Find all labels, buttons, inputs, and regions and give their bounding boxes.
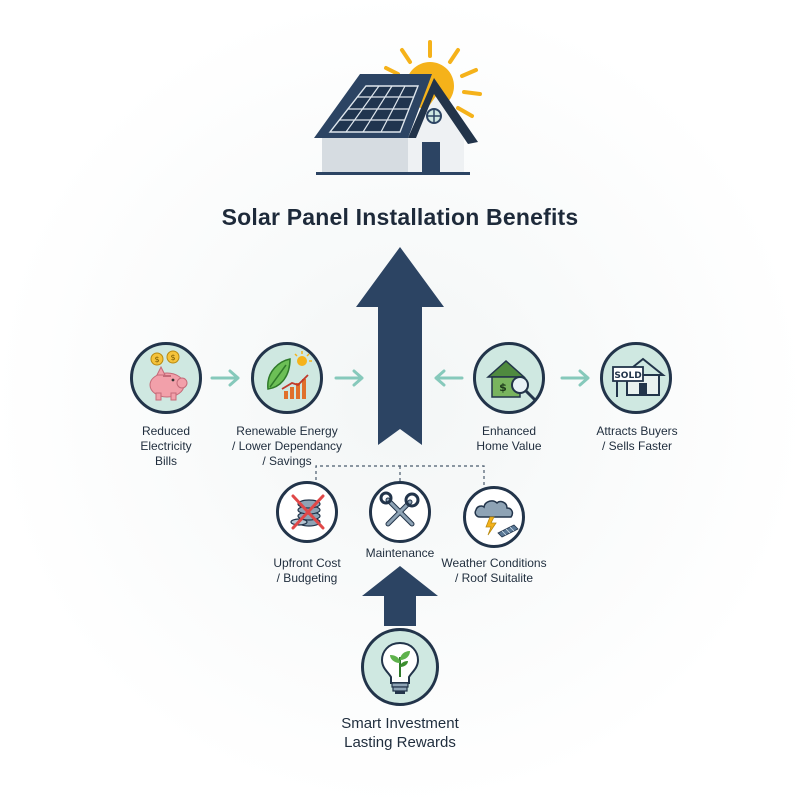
benefit-node-renewable xyxy=(251,342,323,414)
conclusion-node xyxy=(361,628,439,706)
sold-sign-house-icon: SOLD xyxy=(612,357,666,397)
benefit-node-bills: $ $ xyxy=(130,342,202,414)
piggy-bank-icon: $ $ xyxy=(149,350,188,401)
consideration-node-weather xyxy=(463,486,525,548)
benefit-label-renewable: Renewable Energy/ Lower Dependancy/ Savi… xyxy=(231,424,343,468)
svg-text:SOLD: SOLD xyxy=(614,371,641,381)
consideration-label-maintenance: Maintenance xyxy=(365,546,435,560)
benefit-label-buyers: Attracts Buyers/ Sells Faster xyxy=(596,424,678,453)
storm-cloud-icon xyxy=(474,500,519,538)
benefit-node-home-value: $ xyxy=(473,342,545,414)
svg-text:$: $ xyxy=(154,355,159,364)
consideration-node-maintenance xyxy=(369,481,431,543)
leaf-growth-chart-icon xyxy=(267,351,312,399)
benefit-node-buyers: SOLD xyxy=(600,342,672,414)
arrow-right-icon xyxy=(560,369,590,387)
diagram-title: Solar Panel Installation Benefits xyxy=(221,204,579,230)
tools-icon xyxy=(379,491,420,527)
considerations-bracket xyxy=(315,465,485,486)
arrow-left-icon xyxy=(434,369,464,387)
consideration-node-cost xyxy=(276,481,338,543)
svg-text:$: $ xyxy=(170,353,175,362)
lightbulb-sprout-icon xyxy=(380,641,420,694)
main-up-arrow xyxy=(356,247,444,445)
arrow-right-icon xyxy=(210,369,240,387)
solar-panel-icon xyxy=(328,85,420,133)
arrow-right-icon xyxy=(334,369,364,387)
crossed-coins-icon xyxy=(290,494,325,530)
bottom-up-arrow xyxy=(362,566,438,626)
consideration-label-cost: Upfront Cost/ Budgeting xyxy=(273,556,341,585)
house-magnifier-icon: $ xyxy=(486,359,536,401)
svg-text:$: $ xyxy=(499,381,507,394)
solar-house-illustration xyxy=(314,40,482,175)
consideration-label-weather: Weather Conditions/ Roof Suitalite xyxy=(441,556,547,585)
